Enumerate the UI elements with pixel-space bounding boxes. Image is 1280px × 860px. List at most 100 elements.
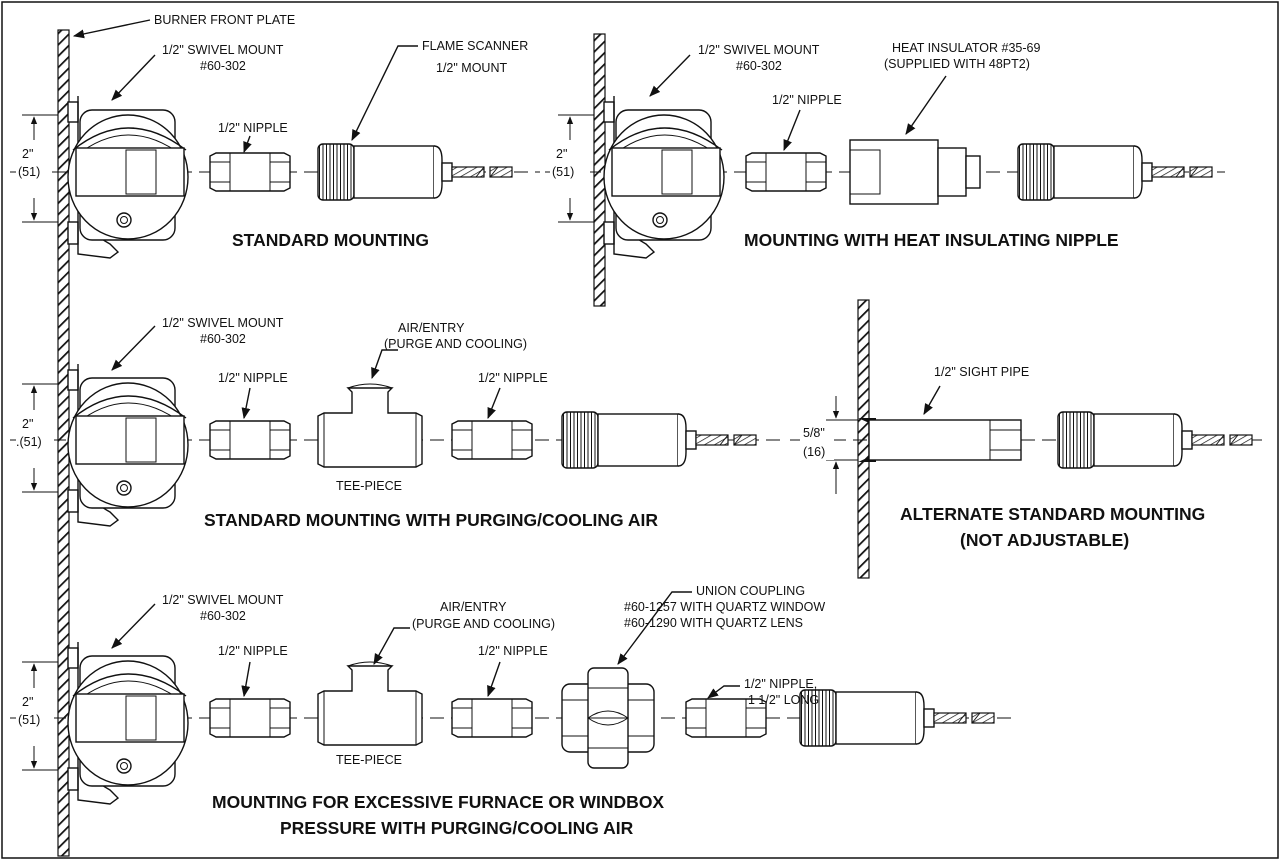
- purge-cooling-label: (PURGE AND COOLING): [412, 617, 555, 631]
- flame-scanner: [799, 689, 995, 747]
- dimension-mm: (51): [18, 165, 40, 179]
- dimension-inches: 2": [22, 417, 33, 431]
- tee-piece: [317, 383, 423, 468]
- dimension-label-bg: [16, 412, 54, 454]
- section-standard-mounting: 1/2" SWIVEL MOUNT #60-302 1/2" NIPPLE FL…: [10, 39, 540, 259]
- dimension-mm: (16): [803, 445, 825, 459]
- sight-pipe: [868, 419, 1022, 461]
- section-excessive-pressure: 1/2" SWIVEL MOUNT #60-302 1/2" NIPPLE AI…: [10, 584, 1015, 838]
- leader-line: [243, 135, 252, 154]
- leader-line: [241, 661, 251, 698]
- dimension-inches: 2": [22, 695, 33, 709]
- leader-line: [241, 387, 251, 420]
- dimension-mm: (51): [18, 713, 40, 727]
- union-coupling-label: UNION COUPLING: [696, 584, 805, 598]
- flame-scanner-label: FLAME SCANNER: [422, 39, 528, 53]
- sight-pipe-label: 1/2" SIGHT PIPE: [934, 365, 1029, 379]
- burner-front-plate-label: BURNER FRONT PLATE: [154, 13, 295, 27]
- swivel-mount: [603, 95, 725, 259]
- heat-insulator: [849, 139, 981, 205]
- air-entry-label: AIR/ENTRY: [440, 600, 507, 614]
- burner-front-plate: [593, 33, 606, 307]
- nipple: [209, 152, 291, 192]
- dimension-inches: 2": [556, 147, 567, 161]
- flame-scanner: [561, 411, 757, 469]
- leader-line: [487, 661, 501, 698]
- leader-line: [373, 627, 410, 665]
- title-standard-mounting: STANDARD MOUNTING: [232, 230, 429, 250]
- nipple-label: 1/2" NIPPLE: [218, 121, 288, 135]
- leader-line: [905, 75, 947, 135]
- title-heat-insulating-nipple: MOUNTING WITH HEAT INSULATING NIPPLE: [744, 230, 1119, 250]
- tee-piece: [317, 661, 423, 746]
- leader-line: [371, 349, 398, 380]
- leader-line: [111, 54, 156, 101]
- heat-insulator-note: (SUPPLIED WITH 48PT2): [884, 57, 1030, 71]
- nipple-long-label: 1/2" NIPPLE,: [744, 677, 817, 691]
- burner-front-plate: [857, 299, 870, 579]
- title-not-adjustable: (NOT ADJUSTABLE): [960, 530, 1129, 550]
- nipple-label: 1/2" NIPPLE: [218, 644, 288, 658]
- swivel-part-label: #60-302: [200, 59, 246, 73]
- union-coupling: [561, 667, 655, 769]
- air-entry-label: AIR/ENTRY: [398, 321, 465, 335]
- leader-line: [649, 54, 691, 97]
- swivel-mount: [67, 95, 189, 259]
- swivel-mount-label: 1/2" SWIVEL MOUNT: [162, 316, 284, 330]
- leader-line: [783, 109, 801, 152]
- title-alternate-mounting: ALTERNATE STANDARD MOUNTING: [900, 504, 1205, 524]
- swivel-mount: [67, 363, 189, 527]
- swivel-mount-label: 1/2" SWIVEL MOUNT: [698, 43, 820, 57]
- title-purging-cooling-air: STANDARD MOUNTING WITH PURGING/COOLING A…: [204, 510, 658, 530]
- union-coupling-window-label: #60-1257 WITH QUARTZ WINDOW: [624, 600, 825, 614]
- nipple: [209, 420, 291, 460]
- dimension-label-bg: [550, 142, 590, 184]
- flame-scanner: [1017, 143, 1213, 201]
- tee-piece-label: TEE-PIECE: [336, 753, 402, 767]
- swivel-part-label: #60-302: [200, 609, 246, 623]
- leader-line: [923, 385, 941, 415]
- nipple: [745, 152, 827, 192]
- flame-scanner: [1057, 411, 1253, 469]
- swivel-mount-label: 1/2" SWIVEL MOUNT: [162, 43, 284, 57]
- swivel-part-label: #60-302: [200, 332, 246, 346]
- dimension-inches: 2": [22, 147, 33, 161]
- nipple-label: 1/2" NIPPLE: [772, 93, 842, 107]
- nipple-label: 1/2" NIPPLE: [478, 371, 548, 385]
- purge-cooling-label: (PURGE AND COOLING): [384, 337, 527, 351]
- tee-piece-label: TEE-PIECE: [336, 479, 402, 493]
- swivel-part-label: #60-302: [736, 59, 782, 73]
- nipple: [451, 698, 533, 738]
- nipple: [209, 698, 291, 738]
- leader-line: [707, 685, 740, 699]
- leader-line: [487, 387, 501, 420]
- title-excessive-pressure: MOUNTING FOR EXCESSIVE FURNACE OR WINDBO…: [212, 792, 664, 812]
- flame-scanner-mount-label: 1/2" MOUNT: [436, 61, 507, 75]
- flame-scanner: [317, 143, 513, 201]
- leader-line: [351, 45, 418, 142]
- union-coupling-lens-label: #60-1290 WITH QUARTZ LENS: [624, 616, 803, 630]
- leader-line: [617, 591, 692, 665]
- dimension-mm: .(51): [16, 435, 42, 449]
- swivel-mount: [67, 641, 189, 805]
- swivel-mount-label: 1/2" SWIVEL MOUNT: [162, 593, 284, 607]
- title-excessive-pressure-subtitle: PRESSURE WITH PURGING/COOLING AIR: [280, 818, 634, 838]
- leader-line: [111, 325, 156, 371]
- leader-line: [111, 603, 156, 649]
- nipple: [451, 420, 533, 460]
- nipple-label: 1/2" NIPPLE: [218, 371, 288, 385]
- section-heat-insulating-nipple: 1/2" SWIVEL MOUNT #60-302 1/2" NIPPLE HE…: [545, 33, 1225, 307]
- section-alternate-mounting: 1/2" SIGHT PIPE 5/8" (16) ALTERNATE STAN…: [790, 299, 1262, 579]
- section-purging-cooling-air: 1/2" SWIVEL MOUNT #60-302 1/2" NIPPLE AI…: [10, 316, 780, 530]
- dimension-label-bg: [16, 690, 54, 732]
- nipple-long-length-label: 1 1/2" LONG: [748, 693, 819, 707]
- dimension-label-bg: [800, 424, 834, 460]
- nipple-label: 1/2" NIPPLE: [478, 644, 548, 658]
- dimension-inches: 5/8": [803, 426, 825, 440]
- dimension-label-bg: [16, 142, 52, 184]
- heat-insulator-label: HEAT INSULATOR #35-69: [892, 41, 1040, 55]
- dimension-mm: (51): [552, 165, 574, 179]
- leader-line: [72, 19, 151, 39]
